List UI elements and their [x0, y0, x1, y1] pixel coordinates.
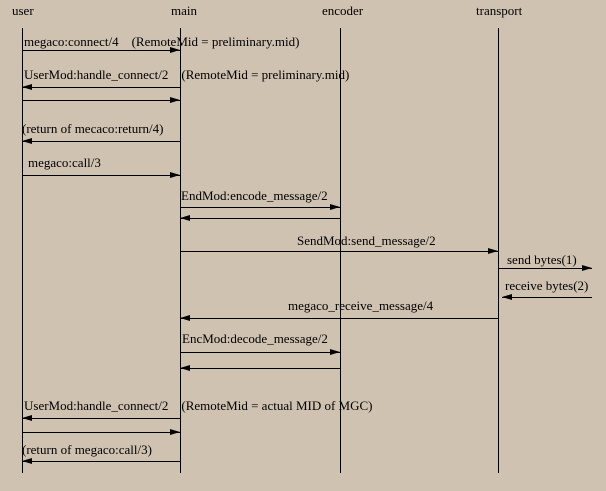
message-label: SendMod:send_message/2 — [297, 233, 436, 248]
arrowhead-left-icon — [502, 294, 512, 300]
message-line — [180, 207, 340, 208]
arrowhead-right-icon — [330, 204, 340, 210]
message-label: megaco_receive_message/4 — [288, 298, 434, 313]
actor-label-transport: transport — [476, 3, 523, 18]
message-line — [22, 141, 180, 142]
arrowhead-left-icon — [22, 138, 32, 144]
arrowhead-left-icon — [22, 84, 32, 90]
lifeline-transport — [498, 28, 499, 473]
message-label: send bytes(1) — [507, 252, 577, 267]
arrowhead-left-icon — [180, 215, 190, 221]
arrowhead-left-icon — [180, 315, 190, 321]
message-line — [22, 87, 180, 88]
message-line — [22, 418, 180, 419]
arrowhead-left-icon — [22, 415, 32, 421]
message-label: (return of megaco:call/3) — [22, 442, 152, 457]
message-line — [180, 218, 340, 219]
message-line — [180, 318, 498, 319]
message-line — [22, 100, 180, 101]
arrowhead-left-icon — [22, 458, 32, 464]
message-line — [502, 297, 592, 298]
message-line — [22, 50, 180, 51]
message-line — [22, 175, 180, 176]
arrowhead-right-icon — [330, 349, 340, 355]
lifeline-encoder — [340, 28, 341, 473]
arrowhead-right-icon — [582, 265, 592, 271]
arrowhead-right-icon — [488, 248, 498, 254]
arrowhead-right-icon — [170, 429, 180, 435]
message-label: megaco:call/3 — [28, 155, 101, 170]
message-line — [22, 432, 180, 433]
message-label: EncMod:decode_message/2 — [182, 331, 328, 346]
message-line — [22, 461, 180, 462]
message-line — [180, 352, 340, 353]
message-label: UserMod:handle_connect/2 (RemoteMid = ac… — [24, 398, 373, 413]
arrowhead-right-icon — [170, 97, 180, 103]
lifeline-user — [22, 28, 23, 473]
message-label: megaco:connect/4 (RemoteMid = preliminar… — [24, 34, 300, 49]
actor-label-encoder: encoder — [322, 3, 364, 18]
message-line — [180, 368, 340, 369]
actor-label-main: main — [171, 3, 197, 18]
message-line — [180, 251, 498, 252]
actor-label-user: user — [12, 3, 34, 18]
message-label: (return of mecaco:return/4) — [22, 121, 164, 136]
arrowhead-right-icon — [170, 172, 180, 178]
message-label: UserMod:handle_connect/2 (RemoteMid = pr… — [24, 67, 350, 82]
message-line — [498, 268, 592, 269]
lifeline-main — [180, 28, 181, 473]
arrowhead-right-icon — [170, 47, 180, 53]
message-label: receive bytes(2) — [505, 278, 589, 293]
message-label: EndMod:encode_message/2 — [181, 188, 328, 203]
arrowhead-left-icon — [180, 365, 190, 371]
